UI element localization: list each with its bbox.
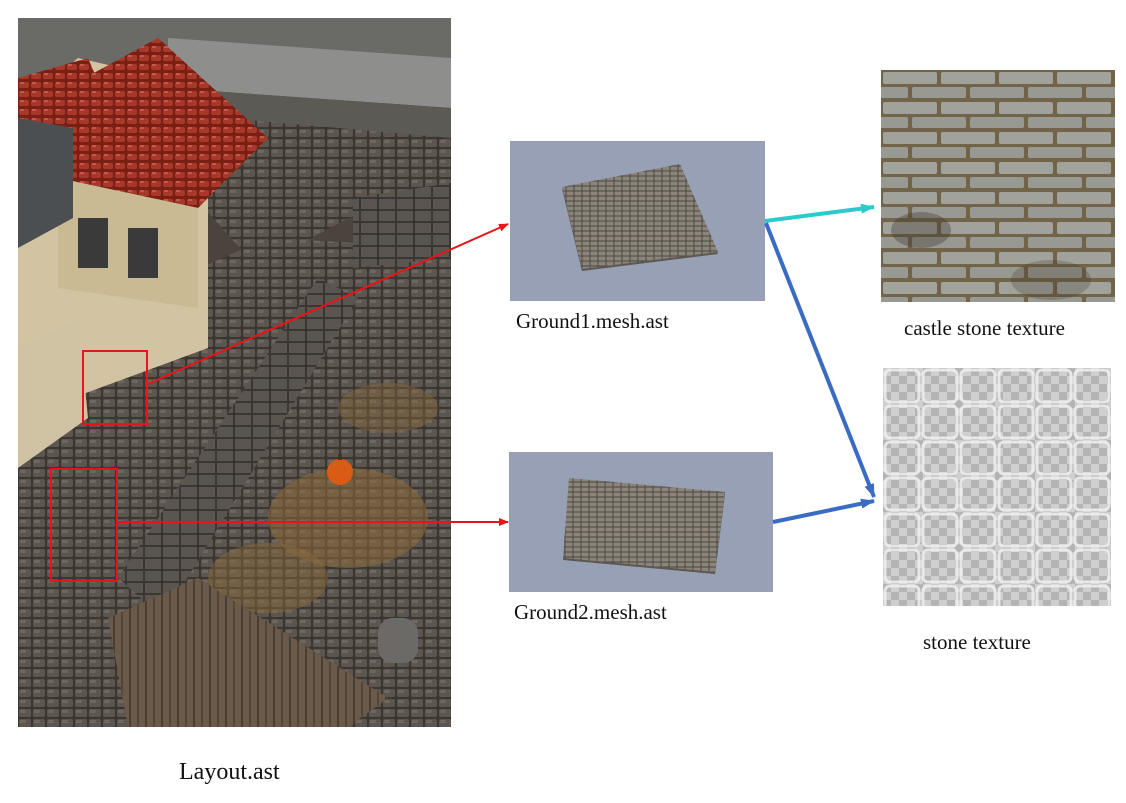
layout-scene-image: [18, 18, 451, 727]
castle-stone-texture-caption: castle stone texture: [904, 316, 1065, 340]
selection-box-ground2: [50, 468, 118, 582]
ground1-mesh-preview: [510, 141, 765, 301]
selection-box-ground1: [82, 350, 148, 425]
arrow-ground1-to-castle-texture: [764, 203, 875, 223]
stone-texture-caption: stone texture: [923, 630, 1031, 654]
ground2-mesh-preview: [509, 452, 773, 592]
stone-texture-image: [883, 368, 1111, 606]
ground2-caption: Ground2.mesh.ast: [514, 600, 667, 624]
ground1-caption: Ground1.mesh.ast: [516, 309, 669, 333]
castle-stone-texture-image: [881, 70, 1115, 302]
layout-caption: Layout.ast: [179, 759, 280, 785]
arrow-ground2-to-stone-texture: [772, 498, 875, 524]
arrow-ground1-to-stone-texture: [764, 222, 876, 498]
